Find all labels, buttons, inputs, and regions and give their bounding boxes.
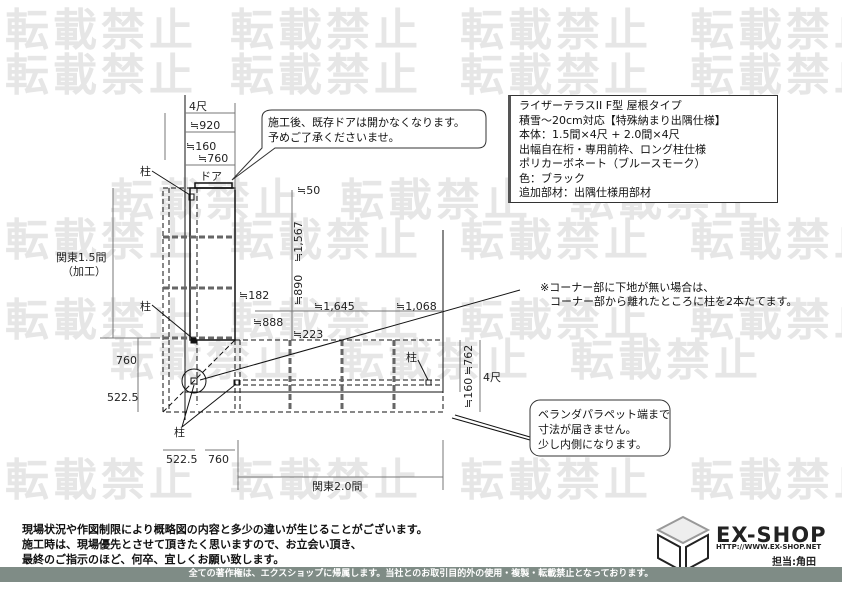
svg-text:少し内側になります。: 少し内側になります。 [538, 437, 647, 451]
dim-522-bottom: 522.5 [166, 453, 198, 466]
door-label: ドア [200, 170, 222, 183]
dim-760-left: 760 [116, 354, 137, 367]
door-callout: 施工後、既存ドアは開かなくなります。 予めご了承くださいませ。 [231, 109, 487, 181]
product-info-box: ライザーテラスII F型 屋根タイプ 積雪～20cm対応【特殊納まり出隅仕様】 … [508, 95, 778, 203]
svg-text:転載禁止: 転載禁止 [5, 215, 197, 266]
disclaimer-line: 最終のご指示のほど、何卒、宜しくお願い致します。 [22, 553, 285, 566]
dim-890: ≒890 [292, 275, 305, 305]
dim-160-top: ≒160 [186, 140, 216, 153]
bottom-span: 関東2.0間 [312, 480, 363, 493]
corner-note: ※コーナー部に下地が無い場合は、 コーナー部から離れたところに柱を2本たてます。 [540, 280, 797, 308]
svg-text:転載禁止: 転載禁止 [690, 50, 842, 101]
svg-text:転載禁止: 転載禁止 [570, 335, 762, 386]
info-line: 本体：1.5間×4尺 + 2.0間×4尺 [519, 128, 680, 141]
svg-text:転載禁止: 転載禁止 [5, 455, 197, 506]
svg-text:転載禁止: 転載禁止 [460, 215, 652, 266]
svg-text:コーナー部から離れたところに柱を2本たてます。: コーナー部から離れたところに柱を2本たてます。 [550, 294, 797, 308]
dim-762: ≒762 [462, 345, 475, 375]
svg-text:転載禁止: 転載禁止 [690, 455, 842, 506]
dim-1068: ≒1,068 [396, 300, 437, 313]
ex-shop-logo-icon [655, 515, 711, 572]
dim-223: ≒223 [293, 328, 323, 341]
info-line: 出幅自在桁・専用前枠、ロング柱仕様 [519, 142, 706, 156]
svg-text:転載禁止: 転載禁止 [230, 50, 422, 101]
post-label: 柱 [140, 299, 151, 313]
dimension-lines [100, 103, 481, 490]
dim-50: ≒50 [297, 184, 320, 197]
svg-text:転載禁止: 転載禁止 [110, 335, 302, 386]
parapet-callout: ベランダパラペット端まで 寸法が届きません。 少し内側になります。 [529, 399, 671, 457]
svg-text:転載禁止: 転載禁止 [690, 215, 842, 266]
dim-522-left: 522.5 [107, 391, 139, 404]
info-line: ライザーテラスII F型 屋根タイプ [519, 99, 682, 112]
dim-888: ≒888 [253, 316, 283, 329]
svg-text:転載禁止: 転載禁止 [690, 295, 842, 346]
dimension-texts: 4尺 ≒920 ≒160 ≒760 ドア 柱 柱 柱 柱 ≒50 ≒1,567 … [56, 100, 501, 493]
svg-text:※コーナー部に下地が無い場合は、: ※コーナー部に下地が無い場合は、 [540, 280, 714, 294]
svg-text:転載禁止: 転載禁止 [460, 295, 652, 346]
svg-text:転載禁止: 転載禁止 [5, 5, 197, 56]
svg-text:施工後、既存ドアは開かなくなります。: 施工後、既存ドアは開かなくなります。 [268, 115, 465, 129]
logo-url: HTTP://WWW.EX-SHOP.NET [716, 543, 822, 551]
copyright-footer: 全ての著作権は、エクスショップに帰属します。当社とのお取引目的外の使用・複製・転… [0, 567, 842, 582]
post-label: 柱 [174, 425, 185, 439]
logo-name: EX-SHOP [716, 523, 827, 547]
svg-text:転載禁止: 転載禁止 [230, 5, 422, 56]
dim-4shaku-right: 4尺 [483, 371, 501, 384]
svg-text:転載禁止: 転載禁止 [460, 50, 652, 101]
dim-4shaku-top: 4尺 [189, 100, 207, 113]
dim-1567: ≒1,567 [292, 221, 305, 262]
svg-text:転載禁止: 転載禁止 [230, 455, 422, 506]
disclaimer-line: 施工時は、現場優先とさせて頂きたく思いますので、お立会い頂き、 [22, 538, 362, 551]
svg-text:転載禁止: 転載禁止 [340, 335, 532, 386]
dim-1645: ≒1,645 [314, 300, 355, 313]
left-span: 関東1.5間 [56, 251, 107, 264]
dim-920: ≒920 [190, 119, 220, 132]
disclaimer-line: 現場状況や作図制限により概略図の内容と多少の違いが生じることがございます。 [22, 523, 428, 536]
svg-text:予めご了承くださいませ。: 予めご了承くださいませ。 [268, 130, 400, 144]
dim-160-right: ≒160 [462, 378, 475, 408]
svg-text:転載禁止: 転載禁止 [5, 295, 197, 346]
svg-text:寸法が届きません。: 寸法が届きません。 [538, 422, 637, 436]
svg-text:ベランダパラペット端まで: ベランダパラペット端まで [538, 407, 670, 421]
post-label: 柱 [406, 350, 417, 364]
svg-text:転載禁止: 転載禁止 [460, 455, 652, 506]
svg-text:転載禁止: 転載禁止 [230, 295, 422, 346]
staff-label: 担当:角田 [772, 557, 816, 568]
svg-text:転載禁止: 転載禁止 [460, 5, 652, 56]
info-line: 追加部材：出隅仕様用部材 [519, 186, 651, 199]
info-line: 積雪～20cm対応【特殊納まり出隅仕様】 [519, 113, 726, 127]
info-line: 色：ブラック [519, 171, 585, 185]
disclaimer: 現場状況や作図制限により概略図の内容と多少の違いが生じることがございます。 施工… [22, 522, 428, 567]
svg-text:転載禁止: 転載禁止 [340, 175, 532, 226]
plan-lines [151, 95, 531, 441]
svg-text:転載禁止: 転載禁止 [230, 215, 422, 266]
dim-760-top: ≒760 [198, 152, 228, 165]
dim-182: ≒182 [239, 289, 269, 302]
info-line: ポリカーボネート（ブルースモーク） [519, 157, 706, 170]
dim-760-bottom: 760 [208, 453, 229, 466]
svg-text:転載禁止: 転載禁止 [5, 50, 197, 101]
svg-text:転載禁止: 転載禁止 [690, 5, 842, 56]
left-span-sub: （加工） [62, 265, 106, 278]
post-label: 柱 [140, 164, 151, 178]
